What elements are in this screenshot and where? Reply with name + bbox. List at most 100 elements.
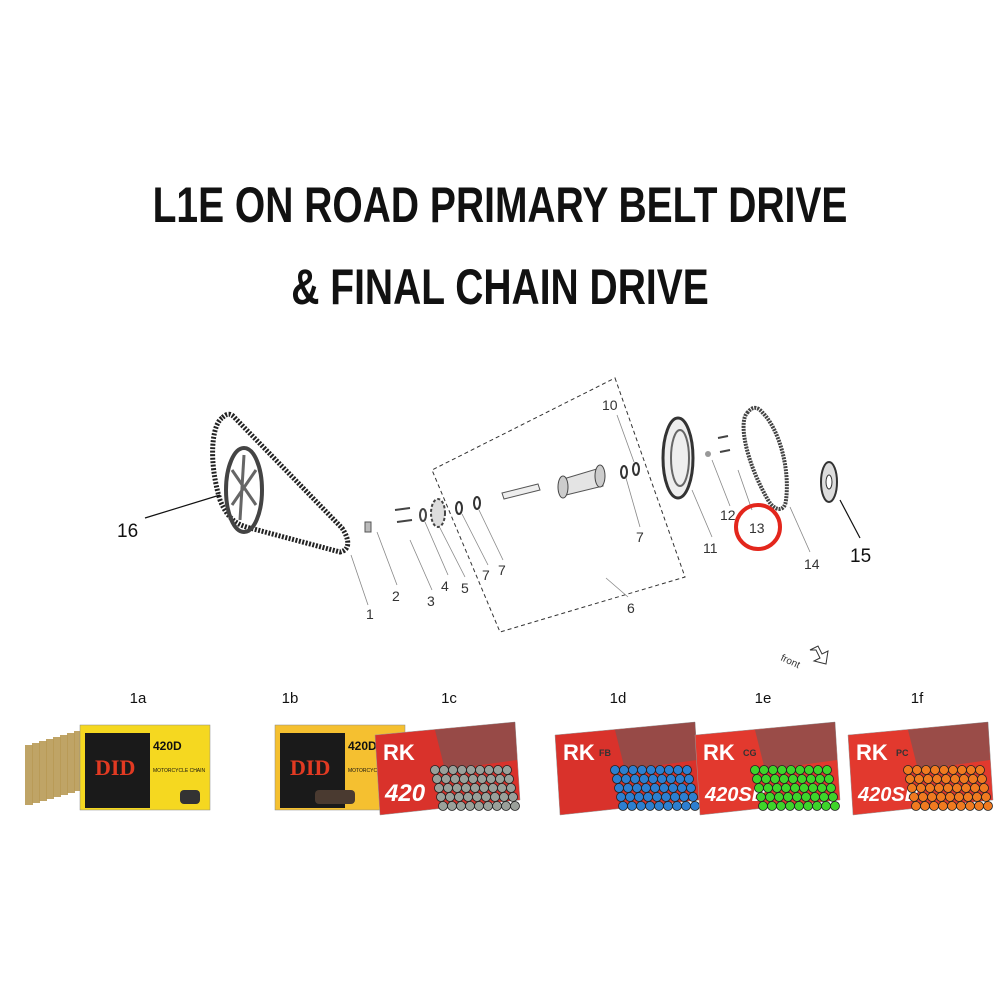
chain-link [46,739,54,799]
chain-link [463,792,473,802]
chain-link [180,790,200,804]
chain-link [938,801,948,811]
chain-link [643,792,653,802]
chain-link [468,774,478,784]
model-text: 420D [348,739,377,753]
drive-chain [210,411,351,555]
chain-link [679,792,689,802]
chain-link [459,774,469,784]
chain-link [510,801,520,811]
box-panel [280,733,345,808]
chain-link [920,801,930,811]
chain-link [930,765,940,775]
chain-link [936,792,946,802]
chain-link [632,783,642,793]
chain-link [663,801,673,811]
chain-link [961,783,971,793]
callout-12: 12 [720,507,736,523]
chain-link [821,801,831,811]
chain-link [932,774,942,784]
sprocket-spokes [230,454,258,521]
front-pulley-bore [825,474,833,490]
chain-link [650,783,660,793]
hub-flange [594,464,606,488]
chain-link [950,774,960,784]
chain-link [472,792,482,802]
model-text: 420D [153,739,182,753]
chain-link [657,774,667,784]
chain-link [488,783,498,793]
model-text: 420SB [704,784,766,806]
chain-link [979,783,989,793]
chain-link [975,765,985,775]
chain-link [612,774,622,784]
chain-link [795,765,805,775]
chain-link [443,783,453,793]
chain-link [475,765,485,775]
chain-link [948,765,958,775]
chain-link [315,790,355,804]
brand-text: RK [383,740,415,765]
bolts [394,507,413,523]
model-text: 420 [384,780,426,807]
callout-15: 15 [850,546,871,567]
chain-link [763,783,773,793]
washer [419,508,427,522]
chain-link [981,792,991,802]
chain-link [684,774,694,784]
chain-link [434,783,444,793]
callout-13: 13 [749,520,765,536]
chain-link [454,792,464,802]
sub-text: CG [743,748,757,758]
product-label-1e: 1e [754,690,772,707]
chain-link [466,765,476,775]
box-photo [435,722,517,770]
belt-pulley-inner [670,429,690,487]
axle [501,483,541,500]
chain-link [929,801,939,811]
chain-link [450,774,460,784]
chain-link [959,774,969,784]
chain-link [673,765,683,775]
chain-link [465,801,475,811]
chain-link [452,783,462,793]
chain-link [786,765,796,775]
product-box [374,721,521,816]
chain-link [966,765,976,775]
chain-link [619,765,629,775]
chain-link [822,765,832,775]
chain-link [921,765,931,775]
chain-link [826,783,836,793]
product-box [554,721,701,816]
chain-link [508,792,518,802]
chain-link [957,765,967,775]
sprocket-carrier [430,498,446,528]
leader-lines [144,414,861,606]
drive-belt [741,405,789,511]
sub-text: MOTORCYCLE CHAIN [348,768,401,774]
chain-link [81,729,89,789]
chain-link [690,801,700,811]
chain-link [646,765,656,775]
rear-hub-assembly-outline [431,377,686,633]
chain-link [974,801,984,811]
chain-link [636,801,646,811]
bearing [632,462,640,476]
chain-link [675,774,685,784]
box-photo [615,722,697,770]
chain-link [445,792,455,802]
chain-link [625,792,635,802]
chain-link [668,783,678,793]
product-box [79,724,211,811]
chain-link [815,774,825,784]
chain-link [670,792,680,802]
chain-link [925,783,935,793]
chain-link [623,783,633,793]
callout-1: 1 [366,606,374,622]
chain-link [817,783,827,793]
product-box [274,724,406,811]
hub-flange [557,475,569,499]
